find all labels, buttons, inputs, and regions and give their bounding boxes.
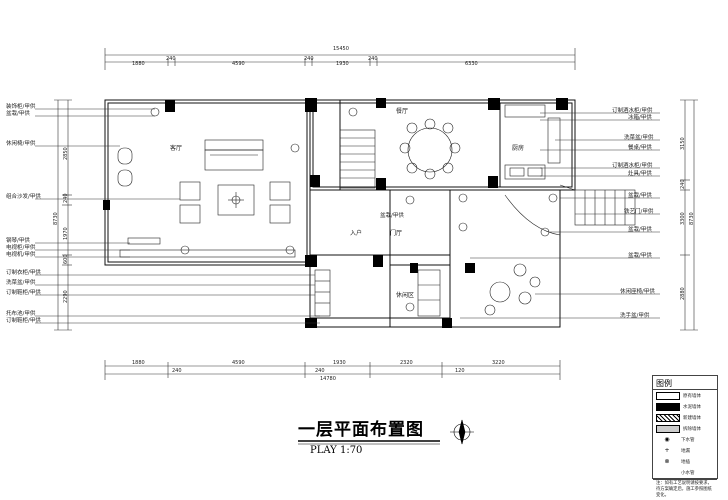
right-label: 洗菜盆/甲供 [624, 133, 654, 141]
legend-title: 图例 [653, 376, 717, 390]
left-label: 组合沙发/甲供 [6, 192, 41, 200]
floor-plan: 15450 1880 240 4590 240 1930 240 6330 18… [6, 46, 698, 445]
right-label: 铁艺门/甲供 [624, 207, 654, 215]
dim-right: 8730 [689, 212, 695, 225]
dim-bottom-total: 14780 [320, 376, 336, 382]
legend-swatch [656, 470, 678, 476]
dim-bottom-small: 240 [315, 368, 325, 374]
dim-left: 240 [63, 193, 69, 203]
legend-item-label: 原有墙体 [683, 393, 701, 399]
legend-item-label: 地插 [681, 459, 690, 465]
left-label: 托布池/甲供 [6, 309, 36, 317]
legend-item: + 地漏 [653, 445, 717, 456]
socket-icon: ⊗ [664, 457, 670, 465]
room-dining: 餐厅 [396, 107, 408, 115]
dim-top-total: 15450 [333, 46, 349, 52]
right-label: 盆栽/甲供 [628, 225, 652, 233]
right-label: 订制酒水柜/甲供 [612, 106, 653, 114]
right-label: 灶具/甲供 [628, 169, 652, 177]
left-label: 装饰柜/甲供 [6, 102, 36, 110]
dim-bottom: 2320 [400, 360, 413, 366]
legend-item-label: 地漏 [681, 448, 690, 454]
legend-item: 小水管 [653, 467, 717, 478]
left-label: 订制衣柜/甲供 [6, 268, 41, 276]
floor-drain-icon: + [664, 446, 670, 454]
dim-right: 2880 [680, 287, 686, 300]
legend-item: ◉ 下水管 [653, 434, 717, 445]
dim-bottom: 3220 [492, 360, 505, 366]
dim-top: 1930 [336, 61, 349, 67]
legend-note: 注：如有工艺说明请按要求，待方案确定后，施工参照图纸变化。 [653, 479, 717, 500]
dim-left: 2290 [63, 290, 69, 303]
left-label: 电视机/甲供 [6, 250, 36, 258]
room-entry-door: 门厅 [390, 229, 402, 237]
center-label: 盆栽/甲供 [380, 211, 404, 219]
right-label: 洗手盆/甲供 [620, 311, 650, 319]
room-entry: 入户 [350, 229, 362, 237]
dim-right: 3300 [680, 212, 686, 225]
legend: 图例 原有墙体 水泥墙体 新建墙体 拆除墙体 ◉下水管 +地漏 ⊗地插 小水管 … [652, 375, 718, 498]
drain-icon: ◉ [664, 435, 670, 443]
dim-top: 240 [368, 56, 378, 62]
legend-swatch [656, 402, 680, 411]
legend-item-label: 水泥墙体 [683, 404, 701, 410]
dim-right: 3150 [680, 137, 686, 150]
dim-right: 240 [680, 179, 686, 189]
legend-item-label: 拆除墙体 [683, 426, 701, 432]
right-label: 订制酒水柜/甲供 [612, 161, 653, 169]
drawing-scale: PLAY 1:70 [310, 445, 363, 456]
legend-item-label: 小水管 [681, 470, 695, 476]
dim-left: 1970 [63, 227, 69, 240]
legend-item: 新建墙体 [653, 412, 717, 423]
legend-swatch [656, 413, 680, 422]
dim-top: 240 [166, 56, 176, 62]
left-label: 钢琴/甲供 [6, 236, 30, 244]
dim-left: 600 [63, 254, 69, 264]
room-living: 客厅 [170, 144, 182, 152]
right-label: 休闲座椅/甲供 [620, 287, 655, 295]
dim-top: 240 [304, 56, 314, 62]
legend-swatch [656, 424, 680, 433]
dim-top: 4590 [232, 61, 245, 67]
dim-bottom: 1880 [132, 360, 145, 366]
left-label: 电视柜/甲供 [6, 243, 36, 251]
legend-swatch [656, 391, 680, 400]
dim-bottom: 1930 [333, 360, 346, 366]
left-label: 订制鞋柜/甲供 [6, 316, 41, 324]
left-label: 订制鞋柜/甲供 [6, 288, 41, 296]
right-label: 餐桌/甲供 [628, 143, 652, 151]
legend-item: 原有墙体 [653, 390, 717, 401]
right-label: 冰箱/甲供 [628, 113, 652, 121]
legend-item: 拆除墙体 [653, 423, 717, 434]
dim-bottom: 4590 [232, 360, 245, 366]
room-mudroom: 休闲区 [396, 291, 414, 299]
dim-top: 6330 [465, 61, 478, 67]
room-kitchen: 厨房 [512, 144, 524, 152]
left-label: 休闲椅/甲供 [6, 139, 36, 147]
dim-left: 8730 [53, 212, 59, 225]
left-label: 洗菜盆/甲供 [6, 278, 36, 286]
legend-item: 水泥墙体 [653, 401, 717, 412]
legend-item: ⊗ 地插 [653, 456, 717, 467]
dim-bottom-small: 240 [172, 368, 182, 374]
right-label: 盆栽/甲供 [628, 191, 652, 199]
dim-bottom-small: 120 [455, 368, 465, 374]
left-label: 盆栽/甲供 [6, 109, 30, 117]
drawing-title: 一层平面布置图 [298, 420, 424, 440]
dim-left: 2850 [63, 147, 69, 160]
right-label: 盆栽/甲供 [628, 251, 652, 259]
legend-item-label: 下水管 [681, 437, 695, 443]
dim-top: 1880 [132, 61, 145, 67]
legend-item-label: 新建墙体 [683, 415, 701, 421]
